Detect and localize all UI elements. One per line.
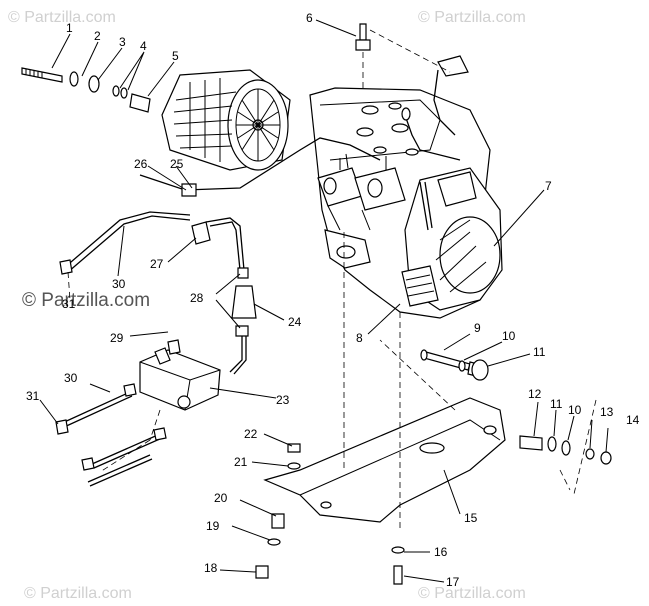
cable-clip [181,183,197,197]
callout-27: 27 [150,257,164,271]
clutch-bolt-assembly [21,67,151,113]
callout-30a: 30 [112,277,126,291]
watermark-top-right: © Partzilla.com [418,9,526,26]
callout-10b: 10 [568,403,582,417]
mount-hardware-right [420,349,612,465]
callout-16: 16 [434,545,448,559]
callout-18: 18 [204,561,218,575]
callout-12: 12 [528,387,542,401]
callout-19: 19 [206,519,220,533]
callout-1: 1 [66,21,73,35]
callout-7: 7 [545,179,552,193]
callout-24: 24 [288,315,302,329]
fuel-lines [55,211,257,487]
callout-22: 22 [244,427,258,441]
callout-5: 5 [172,49,179,63]
callout-25: 25 [170,157,184,171]
watermark-top-left: © Partzilla.com [8,9,116,26]
callout-26: 26 [134,157,148,171]
callout-labels: 1 2 3 4 5 6 7 8 9 10 11 12 11 10 13 14 1… [26,11,640,589]
callout-8: 8 [356,331,363,345]
callout-6: 6 [306,11,313,25]
callout-31a: 31 [62,297,76,311]
watermark-bottom-left: © Partzilla.com [24,585,132,602]
callout-17: 17 [446,575,460,589]
watermark-bottom-right: © Partzilla.com [418,585,526,602]
leader-lines [39,19,609,583]
engine-block [309,55,503,319]
callout-28: 28 [190,291,204,305]
carburetors [317,153,406,231]
callout-4: 4 [140,39,147,53]
callout-10a: 10 [502,329,516,343]
drive-clutch [161,69,291,171]
callout-9: 9 [474,321,481,335]
spark-plug [355,23,451,90]
callout-30b: 30 [64,371,78,385]
callout-20: 20 [214,491,228,505]
callout-23: 23 [276,393,290,407]
callout-31b: 31 [26,389,40,403]
callout-3: 3 [119,35,126,49]
callout-15: 15 [464,511,478,525]
callout-14: 14 [626,413,640,427]
callout-29: 29 [110,331,124,345]
watermark-mid-left: © Partzilla.com [22,290,150,311]
mount-hardware-left [255,443,405,585]
callout-13: 13 [600,405,614,419]
skid-plate [263,232,597,530]
callout-21: 21 [234,455,248,469]
callout-2: 2 [94,29,101,43]
callout-11b: 11 [550,397,563,411]
callout-11a: 11 [533,345,546,359]
